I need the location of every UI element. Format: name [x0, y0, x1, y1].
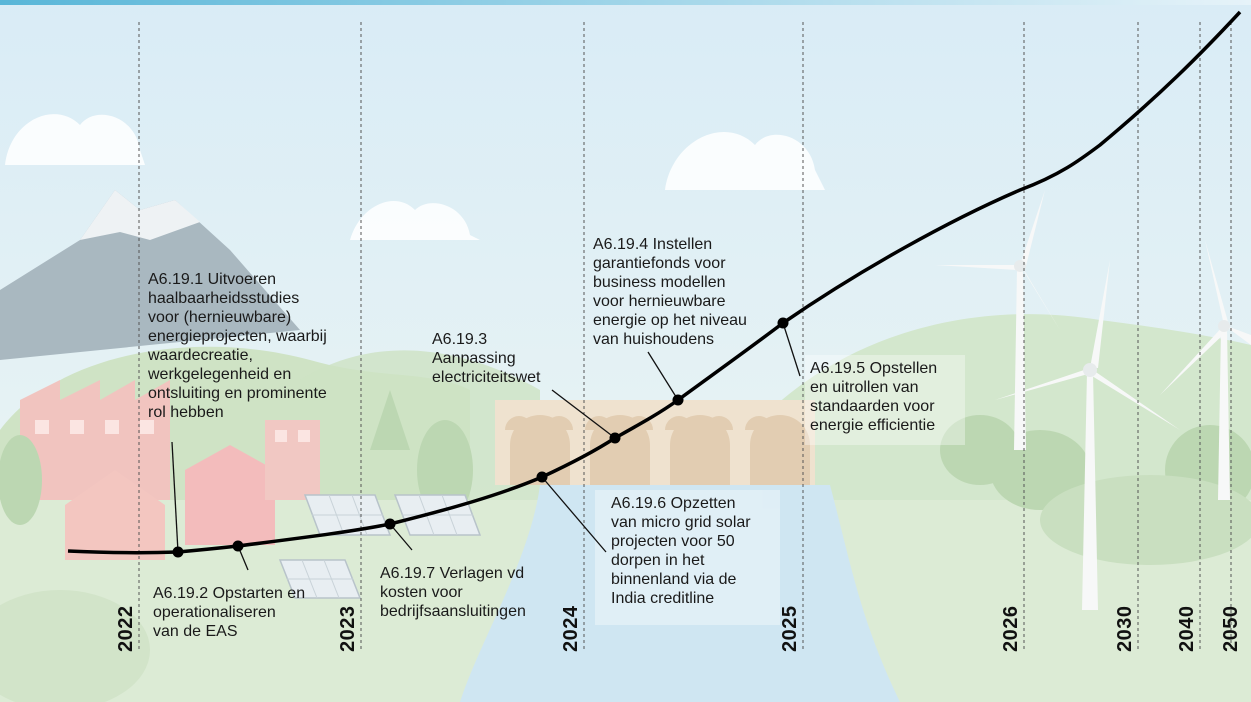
mountain-snow: [80, 190, 200, 240]
year-gridlines: [138, 22, 1232, 652]
year-label-2022: 2022: [115, 605, 137, 653]
year-label-2026: 2026: [1000, 605, 1022, 653]
year-label-2024: 2024: [560, 605, 582, 653]
year-label-2023: 2023: [337, 605, 359, 653]
milestone-label-a6-19-3: A6.19.3 Aanpassing electriciteitswet: [432, 331, 541, 386]
wind-turbines-illustration: [935, 190, 1251, 610]
milestone-label-a6-19-2: A6.19.2 Opstarten en operationaliseren v…: [153, 585, 306, 640]
top-accent-bar: [0, 0, 1251, 5]
milestone-label-a6-19-1: A6.19.1 Uitvoeren haalbaarheidsstudies v…: [148, 271, 327, 421]
year-label-2040: 2040: [1176, 605, 1198, 653]
milestone-dots: [172, 317, 789, 558]
label-backdrops: [595, 355, 965, 625]
milestone-dot-a6-19-6: [536, 471, 548, 483]
milestone-dot-a6-19-5: [777, 317, 789, 329]
milestone-dot-a6-19-2: [232, 540, 244, 552]
mountain-left: [0, 190, 300, 360]
milestone-dot-a6-19-3: [609, 432, 621, 444]
milestone-label-a6-19-7: A6.19.7 Verlagen vd kosten voor bedrijfs…: [380, 565, 526, 620]
milestone-label-a6-19-6: A6.19.6 Opzetten van micro grid solar pr…: [611, 495, 751, 607]
milestone-dot-a6-19-4: [672, 394, 684, 406]
milestone-dot-a6-19-1: [172, 546, 184, 558]
milestone-label-a6-19-5: A6.19.5 Opstellen en uitrollen van stand…: [810, 360, 938, 434]
houses-illustration: [20, 380, 320, 560]
clouds: [5, 114, 825, 240]
year-label-2025: 2025: [779, 605, 801, 653]
pointer-lines: [171, 322, 801, 571]
milestone-dot-a6-19-7: [384, 518, 396, 530]
year-label-2050: 2050: [1220, 605, 1242, 653]
solar-panels-illustration: [278, 494, 482, 599]
river: [460, 485, 900, 702]
year-label-2030: 2030: [1114, 605, 1136, 653]
milestone-label-a6-19-4: A6.19.4 Instellen garantiefonds voor bus…: [593, 236, 747, 348]
